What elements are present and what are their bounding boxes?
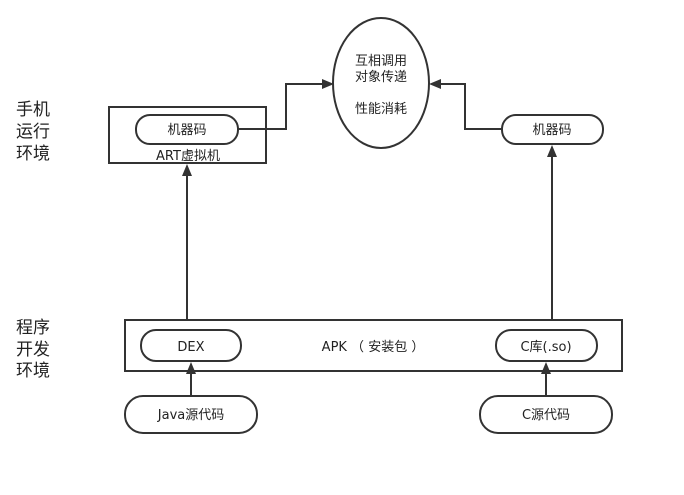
java-source-node: Java源代码 xyxy=(124,395,258,434)
art-vm-box: 机器码 ART虚拟机 xyxy=(108,106,267,164)
interop-text-object: 对象传递 xyxy=(355,70,407,85)
java-to-dex-arrowhead xyxy=(186,362,196,374)
c-lib-label: C库(.so) xyxy=(520,339,571,355)
c-source-label: C源代码 xyxy=(522,408,570,423)
dev-label-line-3: 环境 xyxy=(16,361,50,381)
connectors xyxy=(182,79,557,396)
dev-environment-label: 程序 开发 环境 xyxy=(16,318,50,381)
runtime-label-line-2: 运行 xyxy=(16,122,50,142)
apk-to-art-arrowhead xyxy=(182,164,192,176)
interop-text-call: 互相调用 xyxy=(355,54,407,69)
c-to-lib-arrowhead xyxy=(541,362,551,374)
art-vm-label: ART虚拟机 xyxy=(156,149,220,164)
c-lib-node xyxy=(495,329,598,362)
interop-ellipse xyxy=(332,17,430,149)
art-machine-code-label: 机器码 xyxy=(167,123,206,138)
interop-text-cost: 性能消耗 xyxy=(355,102,407,117)
runtime-label-line-1: 手机 xyxy=(16,100,50,120)
apk-label: APK （ 安装包 ） xyxy=(322,340,425,355)
dex-label: DEX xyxy=(177,340,204,355)
apk-to-native-arrowhead xyxy=(547,145,557,157)
runtime-label-line-3: 环境 xyxy=(16,144,50,164)
runtime-environment-label: 手机 运行 环境 xyxy=(16,100,50,164)
native-to-center-arrowhead xyxy=(429,79,441,89)
native-machine-code-label: 机器码 xyxy=(532,123,571,138)
apk-box: DEX APK （ 安装包 ） C库(.so) xyxy=(124,319,623,372)
dev-label-line-2: 开发 xyxy=(16,340,50,360)
java-source-label: Java源代码 xyxy=(157,408,224,423)
native-to-center-line xyxy=(440,83,502,130)
art-to-center-line xyxy=(238,83,322,130)
art-to-center-arrowhead xyxy=(322,79,334,89)
native-machine-code-node: 机器码 xyxy=(501,114,604,145)
c-source-node: C源代码 xyxy=(479,395,613,434)
interop-cost-node: 互相调用 对象传递 性能消耗 xyxy=(332,17,430,149)
dev-label-line-1: 程序 xyxy=(16,318,50,338)
dex-node xyxy=(140,329,242,362)
